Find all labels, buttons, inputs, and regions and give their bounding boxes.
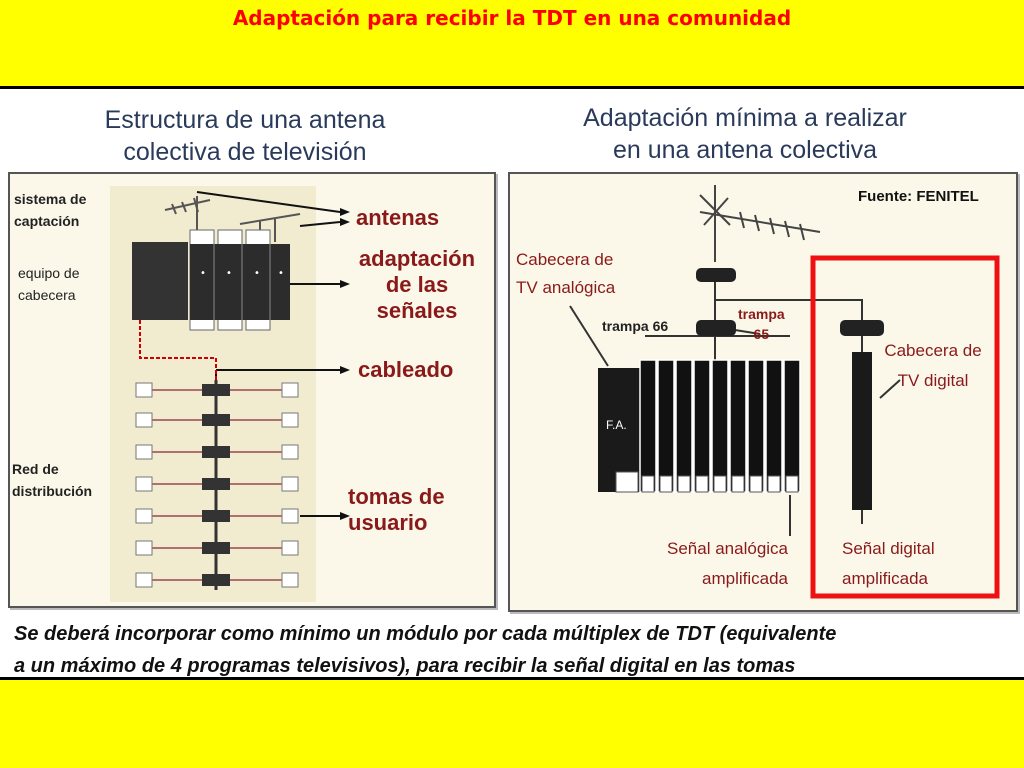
right-title-line1: Adaptación mínima a realizar bbox=[583, 104, 907, 132]
label-captacion: sistema de captación bbox=[14, 191, 87, 229]
bottom-caption-line2: a un máximo de 4 programas televisivos),… bbox=[14, 655, 796, 677]
label-cabecera-digital: Cabecera de TV digital bbox=[884, 341, 982, 390]
trampa-digital-box bbox=[840, 320, 884, 336]
svg-text:•: • bbox=[278, 268, 284, 279]
bottom-caption-line1: Se deberá incorporar como mínimo un módu… bbox=[14, 623, 837, 645]
callout-tomas-usuario: tomas de usuario bbox=[348, 484, 445, 535]
filter-box bbox=[696, 268, 736, 282]
callout-adaptacion: adaptación de las señales bbox=[358, 246, 476, 323]
slide-title: Adaptación para recibir la TDT en una co… bbox=[232, 6, 792, 30]
left-panel-title: Estructura de una antena colectiva de te… bbox=[20, 104, 470, 168]
left-title-line2: colectiva de televisión bbox=[123, 138, 367, 166]
label-cabecera: equipo de cabecera bbox=[18, 265, 80, 303]
svg-text:•: • bbox=[200, 268, 206, 279]
right-panel-title: Adaptación mínima a realizar en una ante… bbox=[515, 102, 975, 166]
label-red-distribucion: Red de distribución bbox=[12, 461, 93, 499]
svg-text:•: • bbox=[226, 268, 232, 279]
distribution-taps bbox=[135, 382, 299, 588]
label-trampa-66: trampa 66 bbox=[602, 318, 669, 334]
source-label: Fuente: FENITEL bbox=[858, 188, 979, 205]
svg-text:•: • bbox=[254, 268, 260, 279]
antenna-icon bbox=[164, 196, 301, 242]
right-title-line2: en una antena colectiva bbox=[612, 136, 878, 164]
digital-module bbox=[852, 352, 872, 510]
digital-highlight-box bbox=[810, 255, 1000, 599]
label-senal-analogica: Señal analógica amplificada bbox=[667, 539, 788, 588]
label-cabecera-analogica: Cabecera de TV analógica bbox=[516, 250, 616, 297]
head-end-module bbox=[132, 242, 188, 320]
label-trampa-65: trampa 65 bbox=[738, 306, 785, 342]
callout-antenas: antenas bbox=[356, 205, 440, 230]
bottom-caption: Se deberá incorporar como mínimo un módu… bbox=[14, 618, 1014, 682]
callout-cableado: cableado bbox=[358, 357, 454, 382]
fa-module bbox=[598, 368, 640, 492]
analog-modules bbox=[639, 359, 801, 493]
label-senal-digital: Señal digital amplificada bbox=[842, 539, 935, 588]
left-title-line1: Estructura de una antena bbox=[104, 106, 386, 134]
trampa-66-box bbox=[696, 320, 736, 336]
label-fa: F.A. bbox=[606, 418, 627, 432]
yagi-antenna-icon bbox=[699, 185, 821, 262]
